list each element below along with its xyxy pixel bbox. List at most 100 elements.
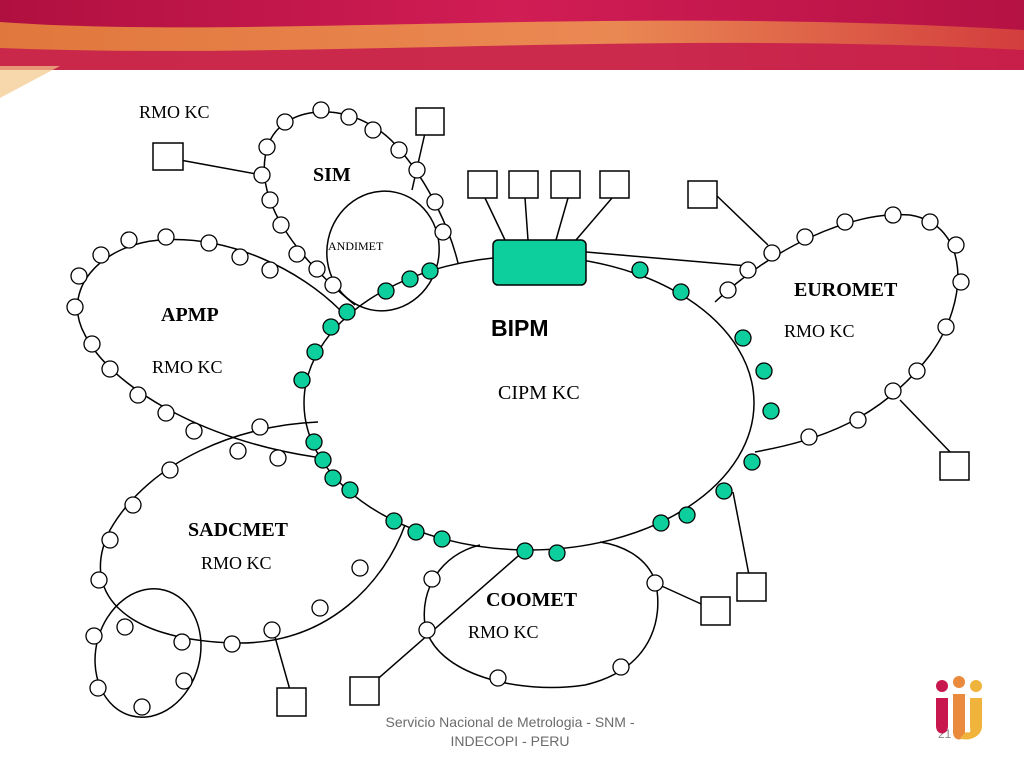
lab-node [175, 672, 193, 690]
footer-line-2: INDECOPI - PERU [450, 733, 570, 749]
bipm-lab-node [672, 283, 690, 301]
apmp-lobe [76, 238, 341, 458]
lab-node [351, 559, 369, 577]
label-rmo-kc-sadcmet: RMO KC [201, 553, 272, 573]
node-box [349, 676, 380, 706]
bipm-lab-node [293, 371, 311, 389]
label-sim: SIM [313, 164, 351, 186]
label-coomet: COOMET [486, 589, 578, 611]
lab-node [952, 273, 970, 291]
lab-node [66, 298, 84, 316]
bipm-lab-node [548, 544, 566, 562]
lab-node [849, 411, 867, 429]
lab-node [418, 621, 436, 639]
lab-node [800, 428, 818, 446]
lab-node [83, 335, 101, 353]
label-andimet: ANDIMET [328, 239, 384, 253]
bipm-lab-node [338, 303, 356, 321]
lab-node [185, 422, 203, 440]
lab-node [364, 121, 382, 139]
lab-node [261, 191, 279, 209]
lab-node [261, 261, 279, 279]
node-box [736, 572, 767, 602]
andimet-ellipse [326, 190, 440, 312]
bipm-lab-node [678, 506, 696, 524]
lab-node [173, 633, 191, 651]
lab-node [908, 362, 926, 380]
label-rmo-kc-sim: RMO KC [139, 102, 210, 122]
lab-node [324, 276, 342, 294]
lab-node [272, 216, 290, 234]
bipm-lab-node [433, 530, 451, 548]
bipm-lab-node [322, 318, 340, 336]
bipm-lab-node [377, 282, 395, 300]
label-sadcmet: SADCMET [188, 519, 289, 541]
lab-node [229, 442, 247, 460]
bipm-lab-node [305, 433, 323, 451]
lab-node [133, 698, 151, 716]
sadcmet-lobe [99, 421, 406, 644]
lab-node [426, 193, 444, 211]
bipm-lab-node [755, 362, 773, 380]
bipm-lab-node [314, 451, 332, 469]
lab-node [253, 166, 271, 184]
lab-node [231, 248, 249, 266]
bipm-lab-node [324, 469, 342, 487]
lab-node [157, 404, 175, 422]
bipm-lab-node [762, 402, 780, 420]
bipm-lab-node [631, 261, 649, 279]
node-box [939, 451, 970, 481]
lab-node [101, 360, 119, 378]
node-box [550, 170, 581, 199]
lab-node [263, 621, 281, 639]
lab-node [423, 570, 441, 588]
lab-node [434, 223, 452, 241]
lab-node [258, 138, 276, 156]
lab-node [763, 244, 781, 262]
lab-node [89, 679, 107, 697]
label-rmo-kc-apmp: RMO KC [152, 357, 223, 377]
lab-node [836, 213, 854, 231]
bipm-lab-node [715, 482, 733, 500]
lab-node [101, 531, 119, 549]
lab-node [200, 234, 218, 252]
bipm-lab-node [407, 523, 425, 541]
lab-node [90, 571, 108, 589]
lab-node [796, 228, 814, 246]
label-rmo-kc-euromet: RMO KC [784, 321, 855, 341]
bipm-lab-node [385, 512, 403, 530]
institution-logo-icon [936, 676, 982, 740]
bipm-lab-node [421, 262, 439, 280]
lab-node [719, 281, 737, 299]
lab-node [390, 141, 408, 159]
label-rmo-kc-coomet: RMO KC [468, 622, 539, 642]
node-box [276, 687, 307, 717]
lab-node [157, 228, 175, 246]
bipm-node [492, 239, 587, 286]
label-bipm: BIPM [491, 315, 549, 341]
node-box [467, 170, 498, 199]
lab-node [884, 206, 902, 224]
lab-node [223, 635, 241, 653]
bipm-lab-node [652, 514, 670, 532]
footer-text: Servicio Nacional de Metrologia - SNM - … [340, 713, 680, 751]
lab-node [92, 246, 110, 264]
lab-node [937, 318, 955, 336]
lab-node [124, 496, 142, 514]
lab-node [161, 461, 179, 479]
label-cipm-kc: CIPM KC [498, 382, 580, 404]
bipm-lab-node [401, 270, 419, 288]
node-box [415, 107, 445, 136]
bipm-lab-node [734, 329, 752, 347]
label-euromet: EUROMET [794, 279, 898, 301]
lab-node [116, 618, 134, 636]
node-box [508, 170, 539, 199]
node-box [687, 180, 718, 209]
lab-node [489, 669, 507, 687]
lab-node [340, 108, 358, 126]
header-banner [0, 0, 1024, 98]
lab-node [612, 658, 630, 676]
lab-node [251, 418, 269, 436]
footer-line-1: Servicio Nacional de Metrologia - SNM - [385, 714, 635, 730]
